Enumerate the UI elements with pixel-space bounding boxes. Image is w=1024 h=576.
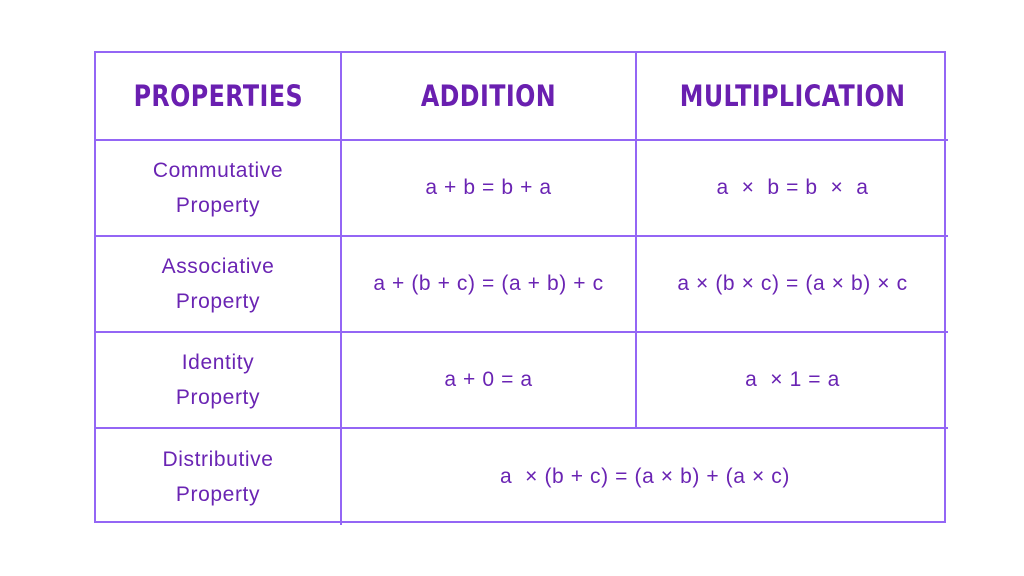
addition-cell-associative: a + (b + c) = (a + b) + c bbox=[342, 237, 637, 333]
property-label-line1: Identity bbox=[181, 351, 255, 374]
header-cell-multiplication: MULTIPLICATION bbox=[637, 53, 948, 141]
property-label-line2: Property bbox=[175, 194, 261, 217]
header-cell-properties: PROPERTIES bbox=[96, 53, 342, 141]
multiplication-cell-identity: a × 1 = a bbox=[637, 333, 948, 429]
multiplication-equation: a × (b × c) = (a × b) × c bbox=[677, 272, 908, 295]
property-cell-identity: Identity Property bbox=[96, 333, 342, 429]
property-label-line1: Commutative bbox=[152, 159, 284, 182]
property-label: Associative Property bbox=[162, 249, 275, 319]
property-label-line1: Distributive bbox=[162, 448, 274, 471]
multiplication-equation: a × 1 = a bbox=[745, 368, 840, 391]
addition-cell-identity: a + 0 = a bbox=[342, 333, 637, 429]
property-label-line1: Associative bbox=[161, 255, 275, 278]
property-label: Distributive Property bbox=[162, 442, 273, 512]
addition-equation: a + b = b + a bbox=[425, 176, 552, 199]
multiplication-cell-associative: a × (b × c) = (a × b) × c bbox=[637, 237, 948, 333]
property-cell-distributive: Distributive Property bbox=[96, 429, 342, 525]
addition-equation: a + (b + c) = (a + b) + c bbox=[373, 272, 604, 295]
distributive-equation: a × (b + c) = (a × b) + (a × c) bbox=[500, 465, 790, 488]
distributive-equation-cell: a × (b + c) = (a × b) + (a × c) bbox=[342, 429, 948, 525]
multiplication-cell-commutative: a × b = b × a bbox=[637, 141, 948, 237]
property-label-line2: Property bbox=[175, 290, 261, 313]
addition-equation: a + 0 = a bbox=[444, 368, 533, 391]
property-label: Commutative Property bbox=[153, 153, 283, 223]
header-addition: ADDITION bbox=[420, 79, 557, 113]
addition-cell-commutative: a + b = b + a bbox=[342, 141, 637, 237]
property-label: Identity Property bbox=[176, 345, 260, 415]
header-cell-addition: ADDITION bbox=[342, 53, 637, 141]
header-properties: PROPERTIES bbox=[133, 79, 303, 113]
header-multiplication: MULTIPLICATION bbox=[679, 79, 906, 113]
multiplication-equation: a × b = b × a bbox=[716, 176, 869, 199]
property-label-line2: Property bbox=[175, 483, 261, 506]
property-cell-associative: Associative Property bbox=[96, 237, 342, 333]
property-cell-commutative: Commutative Property bbox=[96, 141, 342, 237]
property-label-line2: Property bbox=[175, 386, 261, 409]
properties-table: PROPERTIES ADDITION MULTIPLICATION Commu… bbox=[94, 51, 948, 525]
